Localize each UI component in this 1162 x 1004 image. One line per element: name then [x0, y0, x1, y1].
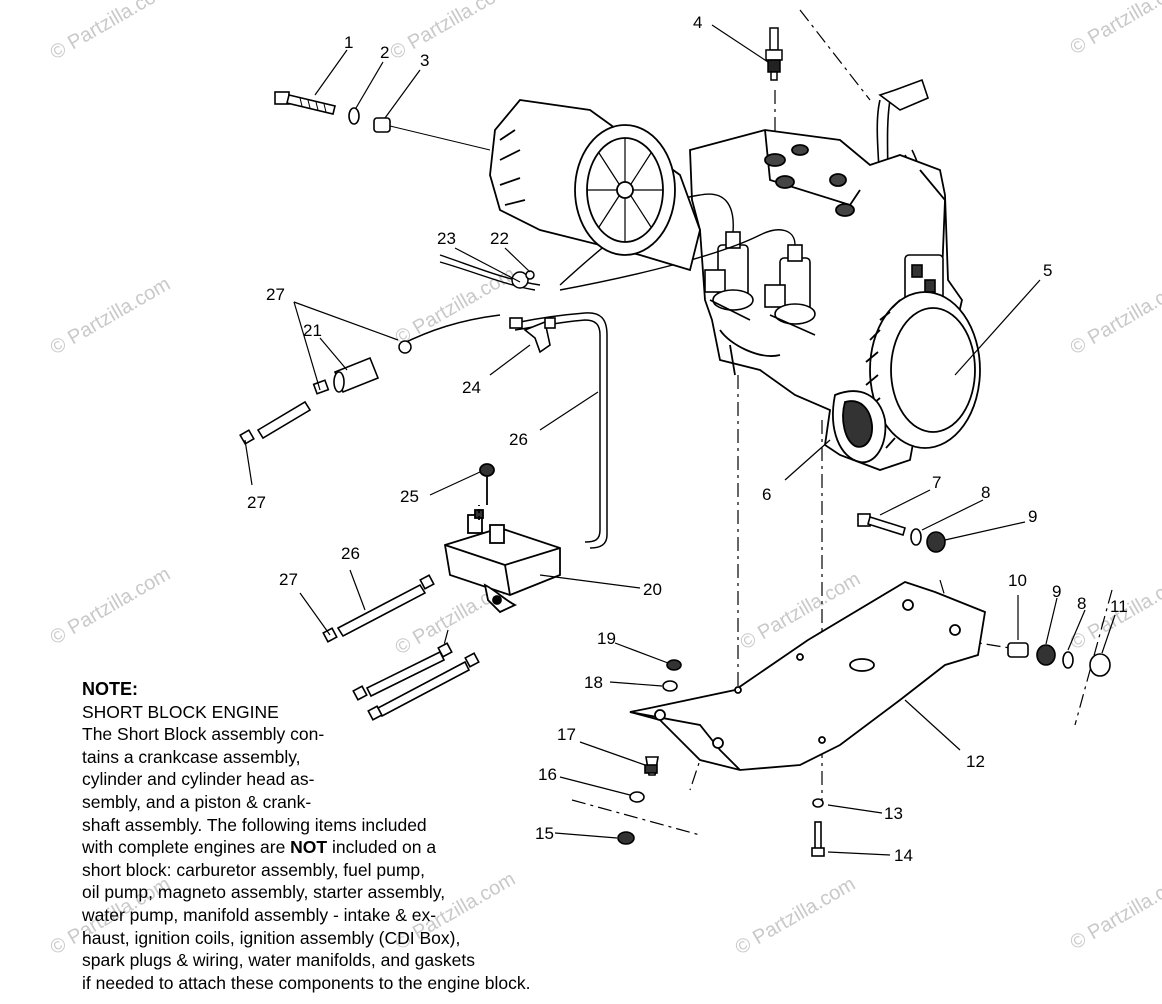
tee-fitting: [509, 317, 556, 354]
note-line: spark plugs & wiring, water manifolds, a…: [82, 950, 475, 971]
clutch-bolt: [274, 91, 336, 115]
leader-lines: [244, 24, 1116, 856]
fuel-filter: [312, 356, 380, 395]
callout-26: 26: [341, 544, 360, 563]
watermark: © Partzilla.com: [47, 273, 175, 359]
rubber-mount: [926, 531, 1056, 666]
callout-4: 4: [693, 13, 702, 32]
note-line: tains a crankcase assembly,: [82, 746, 301, 767]
callout-21: 21: [303, 321, 322, 340]
watermark: © Partzilla.com: [47, 0, 175, 64]
engine-mount-plate: [629, 581, 987, 771]
callout-19: 19: [597, 629, 616, 648]
watermark: © Partzilla.com: [1067, 0, 1162, 59]
note-line: short block: carburetor assembly, fuel p…: [82, 859, 426, 880]
callout-12: 12: [966, 752, 985, 771]
callout-9: 9: [1052, 582, 1061, 601]
callout-6: 6: [762, 485, 771, 504]
note-line: SHORT BLOCK ENGINE: [82, 701, 279, 722]
callout-20: 20: [643, 580, 662, 599]
note-line: water pump, manifold assembly - intake &…: [82, 904, 437, 925]
note-line: The Short Block assembly con-: [82, 724, 325, 745]
watermark: © Partzilla.com: [732, 873, 860, 959]
clamp: [398, 270, 535, 354]
watermark: © Partzilla.com: [1067, 868, 1162, 954]
clutch-washer: [348, 107, 360, 125]
callout-17: 17: [557, 725, 576, 744]
fuel-lines: [399, 312, 608, 549]
callout-labels: 1 2 3 4 5 6 7 8 9 10 9 8 11 12 13 14 15 …: [247, 13, 1128, 865]
callout-14: 14: [894, 846, 913, 865]
callout-10: 10: [1008, 571, 1027, 590]
mount-spacer: [1007, 642, 1029, 658]
callout-13: 13: [884, 804, 903, 823]
callout-23: 23: [437, 229, 456, 248]
watermark: © Partzilla.com: [1067, 273, 1162, 359]
mount-nut: [1089, 653, 1111, 677]
clutch-spacer: [373, 117, 391, 133]
callout-22: 22: [490, 229, 509, 248]
note-line: if needed to attach these components to …: [82, 972, 531, 993]
callout-5: 5: [1043, 261, 1052, 280]
lower-hardware: [617, 659, 825, 857]
carburetor-right: [764, 244, 816, 336]
recoil-starter-housing: [865, 291, 981, 449]
callout-1: 1: [344, 33, 353, 52]
note-line: cylinder and cylinder head as-: [82, 769, 315, 790]
callout-27: 27: [266, 285, 285, 304]
callout-9: 9: [1028, 507, 1037, 526]
callout-25: 25: [400, 487, 419, 506]
note-line: haust, ignition coils, ignition assembly…: [82, 927, 461, 948]
callout-2: 2: [380, 43, 389, 62]
note-line: shaft assembly. The following items incl…: [82, 814, 427, 835]
fuel-hose-short: [239, 400, 312, 445]
callout-26: 26: [509, 430, 528, 449]
note-line: sembly, and a piston & crank-: [82, 791, 312, 812]
spark-plug: [765, 27, 783, 81]
watermark: © Partzilla.com: [387, 0, 515, 64]
callout-8: 8: [1077, 594, 1086, 613]
callout-7: 7: [932, 473, 941, 492]
starter-handle: [832, 390, 887, 464]
callout-24: 24: [462, 378, 481, 397]
callout-18: 18: [584, 673, 603, 692]
callout-11: 11: [1110, 597, 1128, 616]
callout-15: 15: [535, 824, 554, 843]
note-text: included on a: [327, 837, 437, 858]
note-emphasis-not: NOT: [290, 837, 328, 858]
callout-8: 8: [981, 483, 990, 502]
note-text: with complete engines are: [82, 837, 291, 858]
mount-washer: [910, 528, 1074, 669]
clutch-axis-line: [389, 125, 491, 151]
primary-clutch: [489, 99, 701, 272]
note-line-emphasis: with complete engines are NOT included o…: [82, 836, 642, 859]
callout-27: 27: [279, 570, 298, 589]
callout-27: 27: [247, 493, 266, 512]
note-line: oil pump, magneto assembly, starter asse…: [82, 882, 446, 903]
watermark: © Partzilla.com: [47, 563, 175, 649]
callout-3: 3: [420, 51, 429, 70]
note-title: NOTE:: [82, 679, 138, 699]
callout-16: 16: [538, 765, 557, 784]
short-block-note: NOTE: SHORT BLOCK ENGINE The Short Block…: [82, 678, 642, 994]
cdi-box: [443, 463, 561, 614]
mount-bolt: [857, 513, 906, 537]
lower-hoses: [322, 574, 480, 721]
carburetor-left: [704, 231, 754, 321]
